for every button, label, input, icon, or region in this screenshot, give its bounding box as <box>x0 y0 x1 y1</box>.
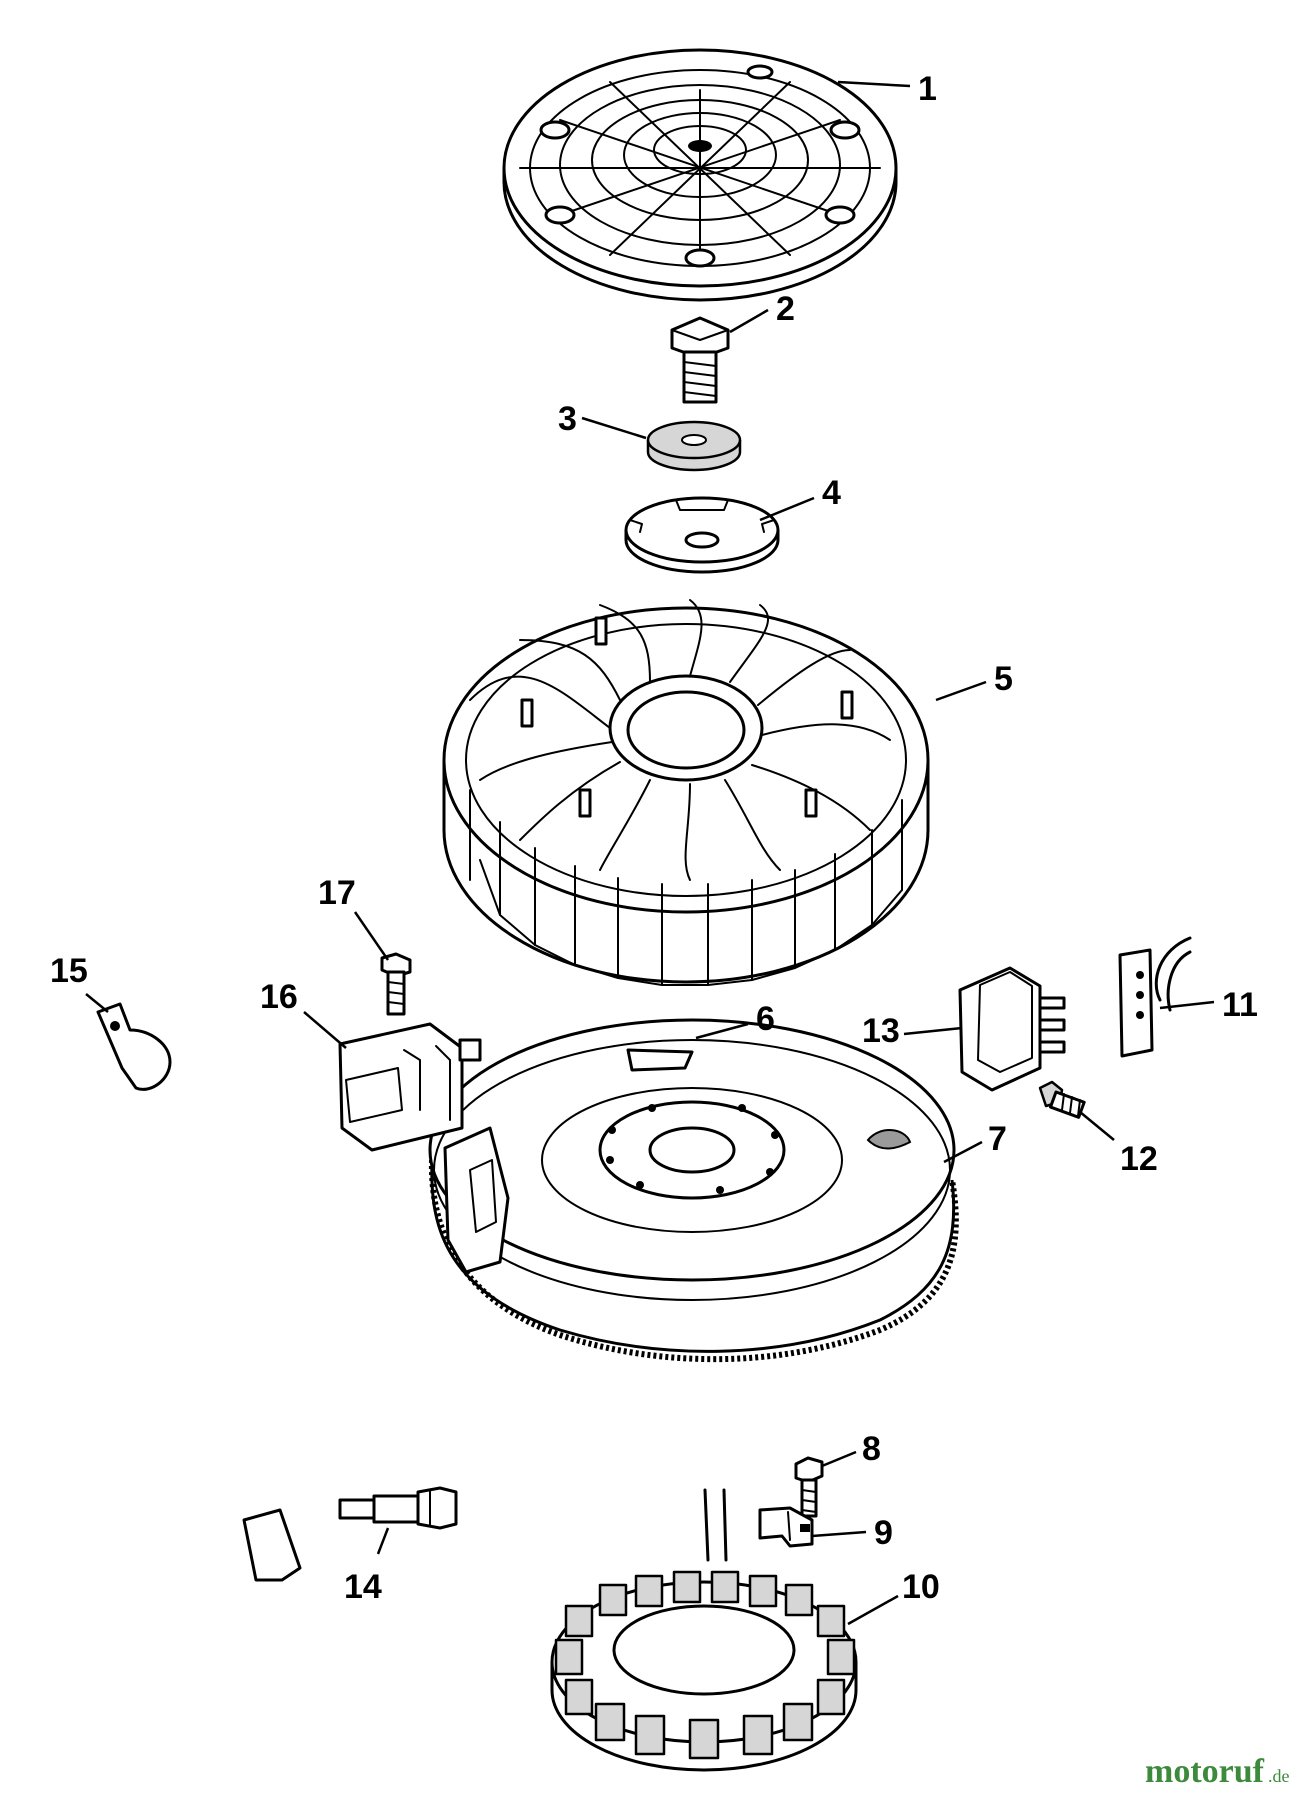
callout-10: 10 <box>902 1568 940 1606</box>
callout-16: 16 <box>260 978 298 1016</box>
part-2-bolt <box>670 316 730 404</box>
watermark: motoruf .de <box>1145 1753 1290 1790</box>
callout-2: 2 <box>776 290 795 328</box>
part-8-screw <box>794 1456 824 1518</box>
callout-12: 12 <box>1120 1140 1158 1178</box>
callout-9: 9 <box>874 1514 893 1552</box>
part-10-stator <box>550 1488 858 1772</box>
callout-labels: 1 2 3 4 5 6 7 8 9 10 11 12 13 14 15 16 1… <box>50 70 1258 1606</box>
part-14-spark-plug <box>338 1486 458 1530</box>
part-3-washer <box>646 420 742 472</box>
part-15-clamp <box>96 1002 172 1091</box>
callout-14: 14 <box>344 1568 382 1606</box>
callout-11: 11 <box>1222 986 1258 1024</box>
part-1-screen <box>502 48 898 302</box>
callout-3: 3 <box>558 400 577 438</box>
part-16-ignition-module <box>177 1022 482 1582</box>
leader-lines <box>85 80 1215 1626</box>
part-4-retainer <box>624 496 780 574</box>
part-12-screw <box>1038 1080 1086 1119</box>
part-9-clip <box>758 1506 814 1548</box>
callout-7: 7 <box>988 1120 1007 1158</box>
part-13-regulator <box>958 966 1066 1092</box>
callout-17: 17 <box>318 874 356 912</box>
callout-13: 13 <box>862 1012 900 1050</box>
callout-8: 8 <box>862 1430 881 1468</box>
part-5-fan <box>442 599 930 986</box>
part-11-connector <box>1118 936 1192 1058</box>
callout-1: 1 <box>918 70 937 108</box>
part-7-flywheel <box>428 1018 959 1363</box>
callout-5: 5 <box>994 660 1013 698</box>
callout-6: 6 <box>756 1000 775 1038</box>
watermark-suffix: .de <box>1268 1766 1290 1786</box>
watermark-text: motoruf <box>1145 1753 1265 1790</box>
part-17-screw <box>380 952 412 1016</box>
callout-15: 15 <box>50 952 88 990</box>
callout-4: 4 <box>822 474 841 512</box>
